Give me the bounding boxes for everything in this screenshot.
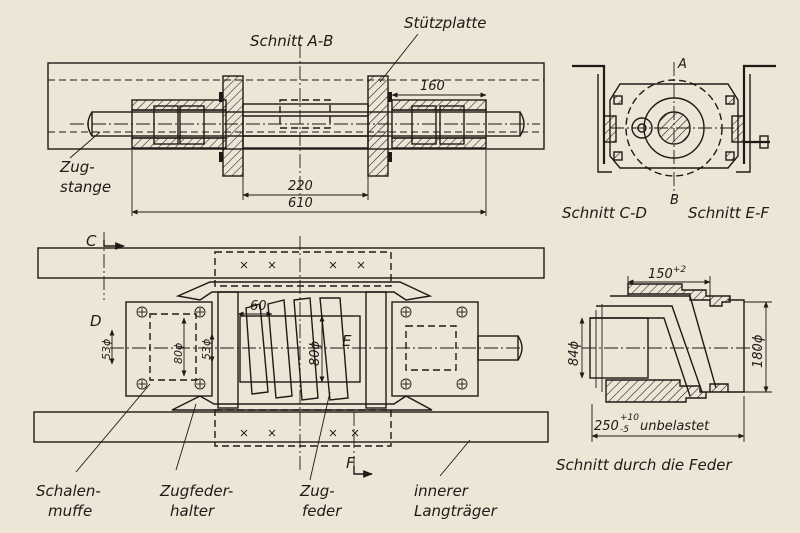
label-zug2: Zug-	[299, 482, 335, 500]
label-schnitt-feder: Schnitt durch die Feder	[556, 456, 732, 474]
label-schnitt-ab: Schnitt A-B	[250, 32, 333, 50]
bracket-right	[742, 64, 776, 164]
dim-250-tol-up: +10	[620, 413, 639, 423]
cross-section-cd-ef: A B Schnitt C-D Schnitt E-F	[562, 57, 776, 222]
dim-250: 250	[594, 419, 619, 434]
support-plate-right	[367, 75, 389, 177]
label-zug: Zug-	[59, 158, 95, 176]
bracket-left	[572, 64, 606, 164]
label-unbelastet: unbelastet	[640, 419, 710, 434]
label-schnitt-ef: Schnitt E-F	[688, 204, 769, 222]
beam-top	[37, 247, 545, 279]
label-a: A	[677, 57, 687, 72]
dim-180: 180ϕ	[751, 334, 766, 368]
dim-160: 160	[420, 79, 445, 94]
label-halter: halter	[170, 502, 215, 520]
dim-84: 84ϕ	[567, 340, 582, 366]
label-d: D	[90, 312, 102, 330]
support-plate-left-plan	[217, 291, 239, 409]
dim-53-left: 53ϕ	[100, 339, 113, 360]
label-f: F	[346, 454, 355, 472]
spring-top-view	[242, 103, 369, 149]
label-b: B	[670, 193, 679, 208]
support-plate-right-plan	[365, 291, 387, 409]
dim-80-coupling: 80ϕ	[172, 343, 185, 364]
beam-inner-longitudinal	[33, 411, 549, 443]
dim-60: 60	[250, 299, 267, 314]
shell-left-top	[131, 99, 227, 111]
label-innerer: innerer	[414, 482, 469, 500]
label-e: E	[342, 332, 352, 350]
label-stuetzplatte: Stützplatte	[404, 14, 487, 32]
dim-53-coupling: 53ϕ	[200, 339, 213, 360]
spring-holder-top	[175, 281, 433, 301]
label-feder: feder	[302, 502, 342, 520]
section-ab-view: 160 220 610 Schnitt A-B Stützplatte Zug-…	[47, 14, 545, 216]
dim-80-spring: 80ϕ	[308, 340, 323, 366]
label-stange: stange	[60, 178, 111, 196]
label-schnitt-cd: Schnitt C-D	[562, 204, 647, 222]
dim-610: 610	[288, 196, 313, 211]
support-plate-left	[222, 75, 244, 177]
spring-coil-1	[245, 303, 269, 395]
dim-250-tol-dn: -5	[620, 425, 629, 435]
label-muffe: muffe	[48, 502, 92, 520]
label-zugfeder: Zugfeder-	[159, 482, 233, 500]
label-c: C	[86, 232, 97, 250]
dim-150: 150+2	[648, 265, 686, 282]
coil-profile-bottom	[605, 379, 729, 403]
plan-view: C D E F 60 80ϕ 80ϕ 53ϕ 53ϕ Schalen- muff…	[33, 232, 549, 520]
coil-profile-top	[627, 283, 731, 307]
label-langtraeger: Langträger	[414, 502, 498, 520]
dim-220: 220	[288, 179, 313, 194]
spring-section: 150+2 84ϕ 180ϕ 250 +10 -5 unbelastet Sch…	[556, 265, 772, 474]
beam-upper	[47, 62, 545, 150]
label-schalen: Schalen-	[36, 482, 101, 500]
